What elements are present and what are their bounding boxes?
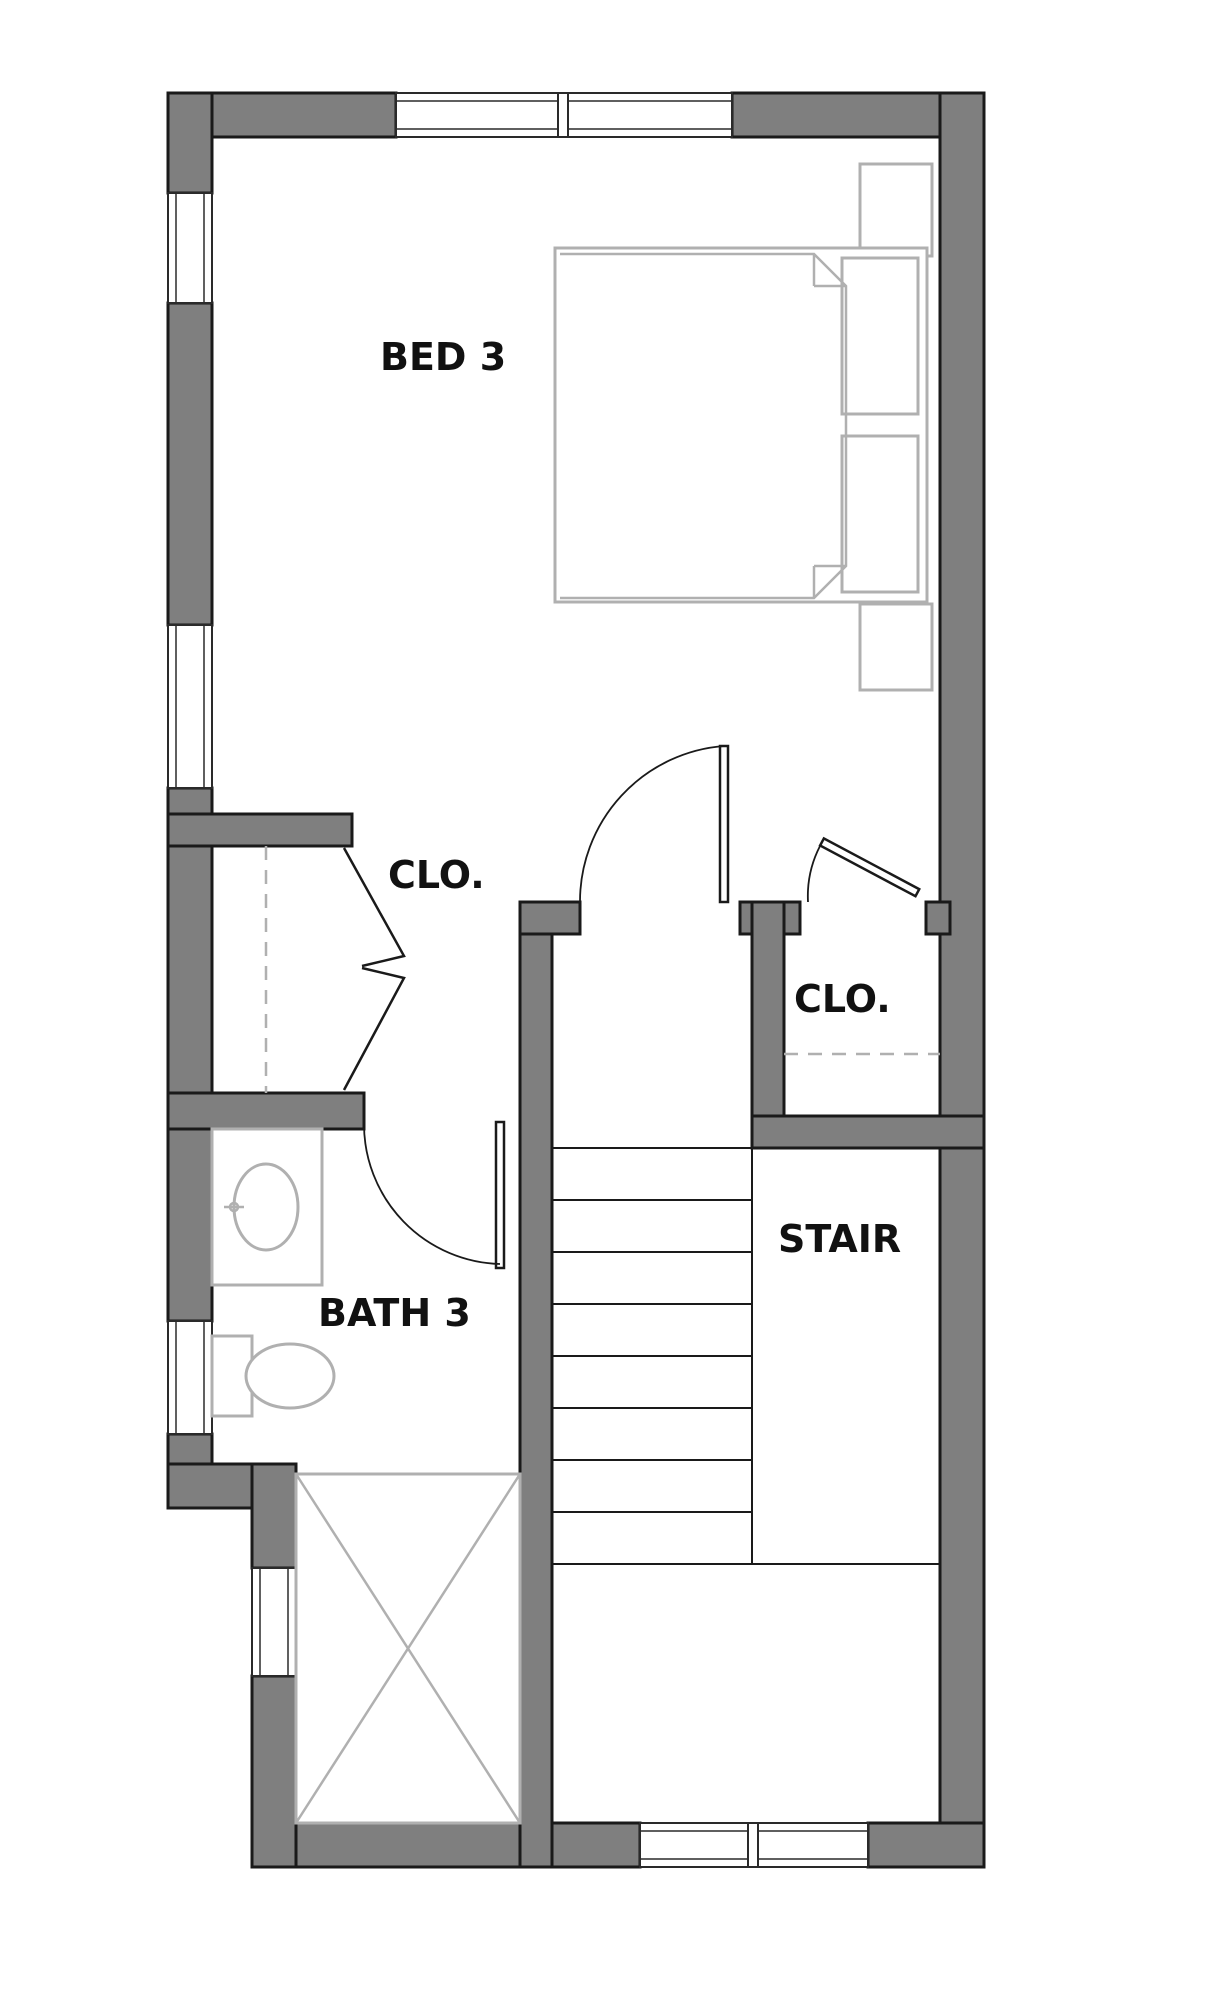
label-bath: BATH 3 — [318, 1291, 471, 1335]
bedroom-door — [579, 744, 730, 904]
window-left-upper — [167, 192, 213, 304]
bath-fixtures — [210, 1127, 336, 1418]
window-top — [395, 92, 733, 138]
nightstand-top — [858, 162, 934, 258]
wall-closet-bottom — [166, 1091, 366, 1131]
shower-pan — [294, 1472, 522, 1825]
wall-left-upper — [166, 91, 214, 195]
right-closet-door — [806, 836, 921, 903]
label-bed: BED 3 — [380, 335, 506, 379]
wall-left-jog-upper — [250, 1462, 298, 1570]
wall-closet-right-left — [750, 900, 786, 1150]
stair — [552, 1147, 940, 1565]
toilet-bowl — [244, 1342, 336, 1410]
wall-left-lower — [166, 786, 214, 1323]
label-closet-left: CLO. — [388, 853, 485, 897]
wall-stair-left-cap — [518, 900, 582, 936]
wall-left-mid — [166, 301, 214, 627]
wall-closet-top — [166, 812, 354, 848]
window-shower — [251, 1567, 297, 1677]
nightstand-bottom — [858, 602, 934, 692]
shower — [294, 1472, 522, 1825]
wall-right — [938, 91, 986, 1869]
bath-door — [363, 1120, 506, 1270]
label-closet-right: CLO. — [794, 977, 891, 1021]
window-bath — [167, 1320, 213, 1435]
bed-blanket — [560, 252, 848, 600]
wall-bottom-left — [250, 1821, 642, 1869]
label-stair: STAIR — [778, 1217, 901, 1261]
window-bottom — [639, 1822, 869, 1868]
wall-stair-left — [518, 900, 554, 1869]
wall-left-bottom — [250, 1674, 298, 1869]
window-left-mid — [167, 624, 213, 789]
left-closet-door — [264, 846, 406, 1093]
windows — [167, 92, 869, 1868]
wall-closet-right-jamb — [924, 900, 952, 936]
pillow-top — [840, 256, 920, 416]
wall-closet-right-bottom — [750, 1114, 986, 1150]
pillow-bottom — [840, 434, 920, 594]
bed-furniture — [553, 162, 934, 692]
exterior-walls — [166, 91, 986, 1869]
wall-bottom-right — [866, 1821, 986, 1869]
